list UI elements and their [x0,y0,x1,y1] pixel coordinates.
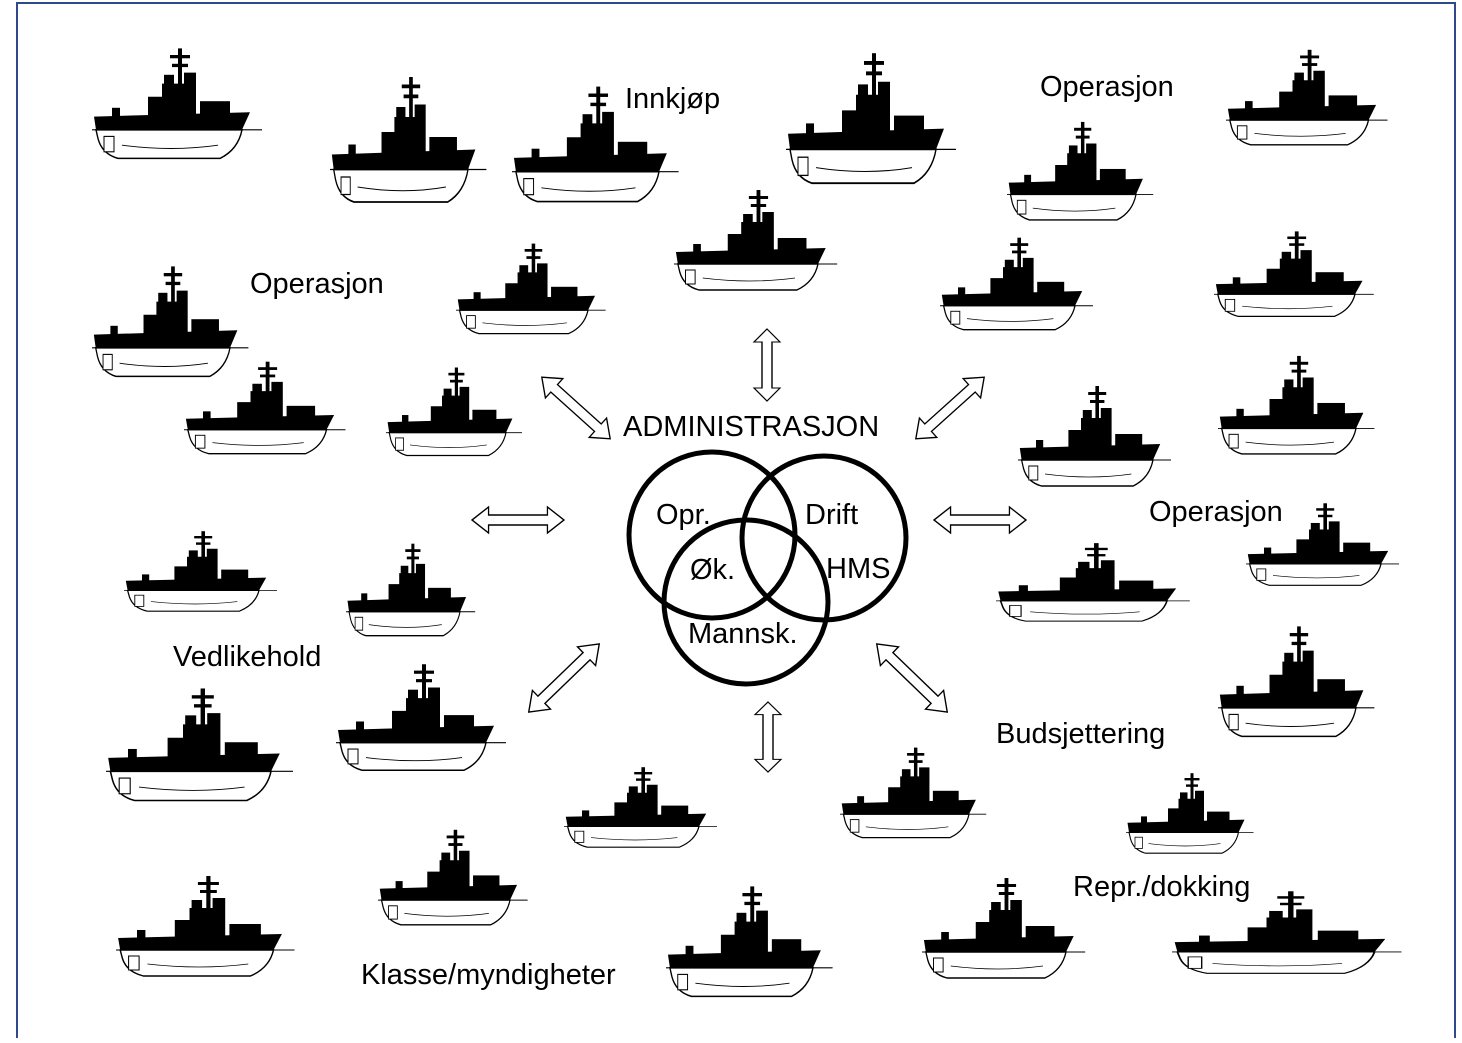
label-operasjon-top-right: Operasjon [1040,71,1174,103]
tugboat-silhouette-icon [115,875,296,977]
double-headed-arrow-icon [753,328,781,402]
tugboat-silhouette-icon [335,663,507,771]
double-headed-arrow-icon [519,633,609,723]
label-klasse-myndigheter: Klasse/myndigheter [361,959,616,991]
tugboat-silhouette-icon [385,366,523,457]
circle-label-ok: Øk. [690,554,735,586]
center-title: ADMINISTRASJON [623,411,879,443]
tugboat-silhouette-icon [1217,355,1376,455]
label-vedlikehold: Vedlikehold [173,641,321,673]
circle-label-opr: Opr. [656,499,711,531]
tugboat-silhouette-icon [105,687,294,802]
double-headed-arrow-icon [754,701,782,773]
tugboat-silhouette-icon [345,543,476,637]
tugboat-silhouette-icon [455,242,607,335]
arrows [471,328,1027,773]
label-innkjop: Innkjøp [625,83,720,115]
tugboat-silhouette-icon [785,52,957,185]
tugboat-silhouette-icon [329,76,488,203]
tugboat-silhouette-icon [377,829,529,926]
tugboat-silhouette-icon [1006,121,1154,221]
frame-border [16,2,1456,1043]
tugboat-silhouette-icon [939,237,1094,331]
tugboat-silhouette-icon [1213,230,1375,318]
tugboat-silhouette-icon [1225,49,1389,146]
circle-label-hms: HMS [826,553,890,585]
tugboat-silhouette-icon [1171,890,1403,975]
label-operasjon-left: Operasjon [250,268,384,300]
text-labels: ADMINISTRASJON Opr. Drift Øk. HMS Mannsk… [173,71,1283,991]
tugboat-silhouette-icon [665,885,834,998]
label-budsjettering: Budsjettering [996,718,1165,750]
venn-diagram [626,449,909,687]
tugboat-silhouette-icon [1217,625,1376,738]
tugboat-silhouette-icon [995,542,1191,622]
tugboat-silhouette-icon [839,746,987,839]
tugboat-silhouette-icon [91,47,263,160]
tugboat-silhouette-icon [921,877,1086,979]
tugboat-silhouette-icon [123,530,278,612]
circle-label-mannsk: Mannsk. [688,618,798,650]
circle-mannsk [661,517,831,687]
tugboat-silhouette-icon [673,189,838,291]
double-headed-arrow-icon [471,506,565,534]
tugboat-silhouette-icon [1125,772,1255,854]
circle-drift [739,453,909,623]
label-repr-dokking: Repr./dokking [1073,871,1250,903]
tugboat-silhouette-icon [91,265,250,378]
label-operasjon-right: Operasjon [1149,496,1283,528]
tugboat-silhouette-icon [563,766,718,848]
double-headed-arrow-icon [933,506,1027,534]
double-headed-arrow-icon [906,366,994,450]
tugboat-silhouette-icon [1017,385,1172,487]
double-headed-arrow-icon [532,366,620,450]
double-headed-arrow-icon [867,633,957,723]
circle-label-drift: Drift [805,499,858,531]
